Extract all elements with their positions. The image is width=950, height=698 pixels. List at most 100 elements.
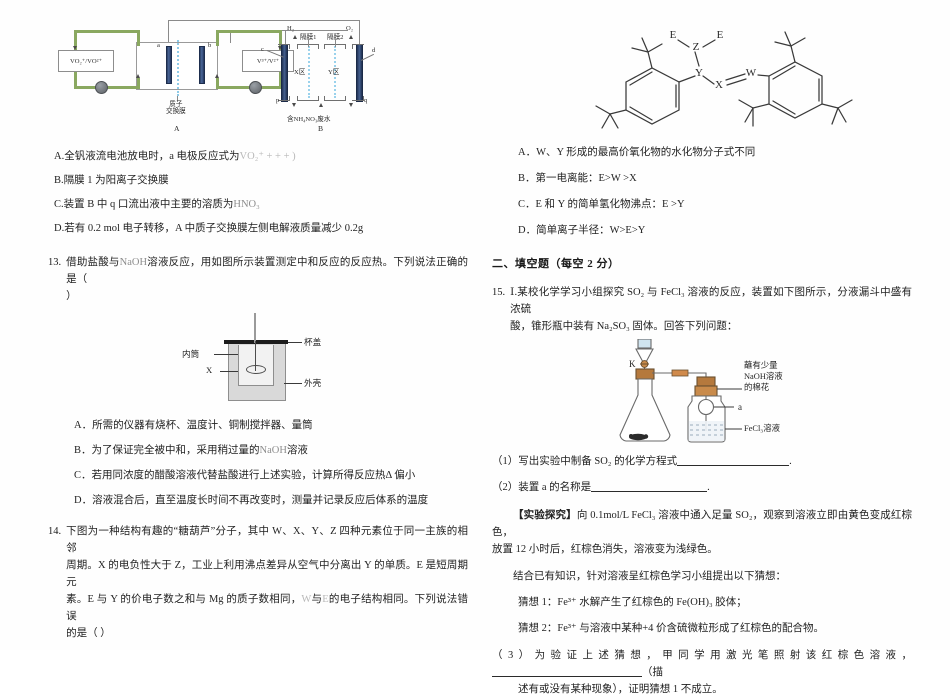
- q14-line-4: 的是（ ）: [66, 628, 111, 639]
- pipe-left-bottom-2: [106, 86, 140, 89]
- q14-symbol-e: E: [322, 594, 329, 605]
- q13-option-c: C．若用同浓度的醋酸溶液代替盐酸进行上述实验，计算所得反应热Δ 偏小: [74, 470, 416, 481]
- x-leader: [220, 371, 238, 372]
- atom-label-y: Y: [695, 67, 703, 79]
- right-column: E Z E Y X W A．W、Y 形成的最高价氧化物的水化物分子式不同 B．第…: [492, 0, 912, 698]
- arrow-right-down: [277, 46, 282, 50]
- molecule-svg: E Z E Y X W: [595, 29, 853, 129]
- atom-label-e-left: E: [670, 29, 677, 41]
- q14-options: A．W、Y 形成的最高价氧化物的水化物分子式不同 B．第一电离能：E>W >X …: [492, 144, 912, 239]
- electrode-b: [199, 46, 205, 84]
- q15-items: （1）写出实验中制备 SO₂ 的化学方程式. （2）装置 a 的名称是. 【实验…: [492, 453, 912, 698]
- fecl3-solution-label: FeCl₃溶液: [744, 424, 780, 433]
- wire-top-long: [168, 20, 360, 21]
- membrane-2: [334, 46, 336, 98]
- lid-leader: [288, 342, 302, 343]
- membrane-1: [308, 46, 310, 98]
- bracket-top-d2: [352, 44, 353, 49]
- q13-option-b-naoh: NaOH: [259, 445, 287, 456]
- bracket-bot-y: [324, 100, 346, 101]
- pipe-left-bottom-1: [74, 86, 96, 89]
- question-14: 14. 下图为一种结构有趣的“糖葫芦”分子，其中 W、X、Y、Z 四种元素位于同…: [48, 523, 468, 642]
- calorimeter-lid-label: 杯盖: [304, 337, 322, 347]
- bottle-stopper-lower: [694, 385, 718, 397]
- pipe-right-riser: [279, 68, 282, 88]
- q14-option-a: A．W、Y 形成的最高价氧化物的水化物分子式不同: [518, 147, 756, 158]
- outlet-p-label: p: [276, 97, 280, 104]
- q14-number: 14.: [48, 526, 62, 537]
- q15-item-3-blank[interactable]: [492, 666, 642, 677]
- left-column: a b VO₂⁺/VO²⁺: [48, 0, 468, 642]
- bracket-top-c: [278, 44, 290, 45]
- arrow-o2: [349, 35, 353, 39]
- q15-item-1-blank[interactable]: [677, 455, 790, 466]
- bracket-x-right: [318, 44, 319, 49]
- electrode-c-label: c: [261, 46, 264, 53]
- figure-so2-apparatus: K: [556, 338, 886, 447]
- bracket-bot-y-r: [345, 96, 346, 101]
- question-13: 13. 借助盐酸与NaOH溶液反应，用如图所示装置测定中和反应的反应热。下列说法…: [48, 254, 468, 305]
- membrane-2-label: 隔膜2: [327, 34, 344, 41]
- pipe-left-top: [74, 30, 140, 33]
- calorimeter-inner-label: 内筒: [182, 349, 200, 359]
- so2-apparatus-svg: K: [619, 338, 742, 443]
- device-a-label: a: [738, 402, 742, 412]
- pipe-left-in: [137, 30, 140, 46]
- stirrer-rod: [255, 341, 257, 371]
- bracket-bot-x: [297, 100, 319, 101]
- membrane-pointer: [177, 96, 178, 102]
- cotton-label-line2: NaOH溶液: [744, 371, 783, 381]
- pipe-right-return: [216, 78, 219, 88]
- q12-option-a: A.全钒液流电池放电时，a 电极反应式为VO₂⁺ + + + ): [54, 151, 296, 162]
- cotton-naoh-label: 蘸有少量 NaOH溶液 的棉花: [744, 361, 783, 393]
- wire-drop-a: [168, 20, 169, 42]
- q15-item-3-line-2: 述有或没有某种现象），证明猜想 1 不成立。: [518, 684, 723, 695]
- arrow-right-up: [214, 74, 219, 78]
- q14-line-2: 周期。X 的电负性大于 Z，工业上利用沸点差异从空气中分离出 Y 的单质。E 是…: [66, 560, 468, 588]
- q12-option-a-formula: VO₂⁺ + + + ): [239, 151, 296, 162]
- q15-number: 15.: [492, 287, 506, 298]
- atom-label-z: Z: [693, 41, 700, 53]
- q15-experiment-line-2: 放置 12 小时后，红棕色消失，溶液变为浅绿色。: [492, 544, 718, 555]
- q15-item-2: （2）装置 a 的名称是.: [492, 481, 710, 493]
- funnel-stopper: [637, 338, 652, 349]
- bracket-y-left: [324, 44, 325, 49]
- tank-left-label: VO₂⁺/VO²⁺: [69, 58, 103, 65]
- tank-right-label: V³⁺/V²⁺: [256, 58, 280, 65]
- electrode-a: [166, 46, 172, 84]
- arrow-q-out: [349, 103, 353, 107]
- flask-stopper: [635, 368, 655, 380]
- bracket-bot-q2: [363, 96, 364, 101]
- pump-right: [249, 81, 262, 94]
- q14-option-d: D．简单离子半径：W>E>Y: [518, 225, 646, 236]
- arrow-left-down: [72, 46, 77, 50]
- bracket-y-right: [345, 44, 346, 49]
- electrode-d-label: d: [372, 47, 376, 54]
- bracket-bot-p: [278, 100, 290, 101]
- proton-membrane-label-line2: 交换膜: [166, 107, 186, 115]
- q13-stem-cont: ）: [66, 291, 77, 302]
- q14-symbol-w: W: [301, 594, 312, 605]
- tube-clamp: [671, 369, 689, 377]
- gas-o2-label: O₂: [346, 25, 354, 32]
- bracket-bot-p2: [289, 96, 290, 101]
- pipe-right-bottom-1: [216, 86, 250, 89]
- q14-option-c: C．E 和 Y 的简单氢化物沸点：E >Y: [518, 199, 685, 210]
- stirrer-ring: [246, 365, 266, 374]
- wire-drop-b: [230, 30, 231, 43]
- valve-k-label: K: [629, 359, 636, 369]
- q12-option-c: C.装置 B 中 q 口流出液中主要的溶质为HNO₃: [54, 199, 260, 210]
- wire-drop-c: [285, 30, 286, 46]
- membrane-1-leader: [308, 39, 309, 47]
- cotton-label-line1: 蘸有少量: [744, 361, 778, 370]
- gas-h2-label: H₂: [287, 25, 295, 32]
- electrode-d: [356, 44, 363, 102]
- inner-leader: [214, 354, 238, 355]
- q14-line-1: 下图为一种结构有趣的“糖葫芦”分子，其中 W、X、Y、Z 四种元素位于同一主族的…: [66, 526, 468, 554]
- q15-item-2-blank[interactable]: [591, 481, 708, 492]
- figure-molecule: E Z E Y X W: [492, 14, 922, 142]
- q14-line-3: 素。E 与 Y 的价电子数之和与 Mg 的质子数相同，W与E的电子结构相同。下列…: [66, 594, 469, 622]
- question-15: 15. Ⅰ.某校化学学习小组探究 SO₂ 与 FeCl₃ 溶液的反应，装置如下图…: [492, 284, 912, 335]
- cotton-label-line3: 的棉花: [744, 382, 770, 392]
- pipe-right-in: [216, 30, 219, 46]
